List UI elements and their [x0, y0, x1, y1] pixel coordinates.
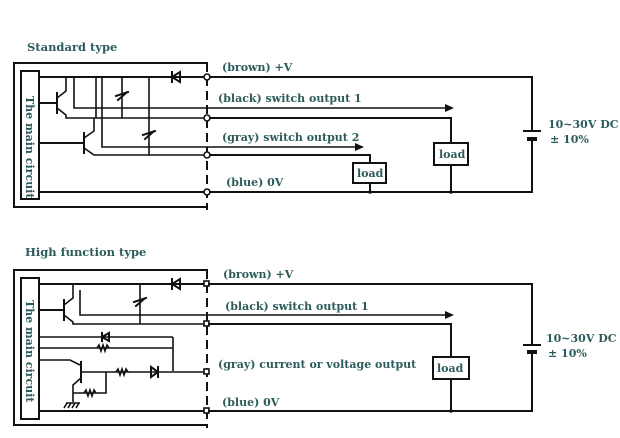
wire-label-brown: (brown) +V — [223, 268, 294, 281]
junction-dot — [449, 409, 453, 413]
ground-icon — [63, 402, 80, 409]
zener-diode-icon — [141, 129, 157, 141]
diode-icon — [170, 70, 181, 84]
sensor-housing — [13, 269, 208, 426]
standard-type-section: Standard type The main circuit — [13, 40, 619, 210]
section-title: High function type — [25, 245, 146, 259]
high-function-type-section: High function type The main circuit — [13, 245, 617, 428]
wire-label-black: (black) switch output 1 — [218, 92, 362, 105]
battery-icon — [523, 344, 541, 354]
sensor-housing — [13, 62, 208, 208]
wire-black — [208, 323, 452, 358]
wire-label-gray: (gray) current or voltage output — [218, 358, 417, 371]
switch-output-2-feed — [101, 77, 355, 148]
supply-tolerance: ± 10% — [548, 347, 587, 360]
load-label: load — [439, 148, 466, 161]
transistor-1-leads — [56, 77, 204, 119]
diode-icon — [99, 331, 110, 343]
wire-brown — [209, 76, 533, 131]
wire-label-black: (black) switch output 1 — [225, 300, 369, 313]
switch-output-1-feed — [79, 290, 445, 316]
emitter-network — [72, 372, 107, 402]
diode-icon — [150, 365, 160, 379]
load-label: load — [357, 167, 384, 180]
supply-voltage: 10~30V DC — [546, 332, 617, 345]
junction-dot — [449, 190, 453, 194]
load-box: load — [352, 162, 387, 184]
junction-dot — [368, 190, 372, 194]
arrow-icon — [445, 104, 454, 112]
supply-voltage: 10~30V DC — [548, 118, 619, 131]
arrow-icon — [355, 143, 364, 151]
wire-blue — [209, 140, 533, 193]
supply-tolerance: ± 10% — [550, 133, 589, 146]
wire-label-gray: (gray) switch output 2 — [222, 131, 359, 144]
wire-label-blue: (blue) 0V — [226, 176, 284, 189]
wire-label-blue: (blue) 0V — [222, 396, 280, 409]
main-circuit-box — [20, 70, 40, 200]
wire-blue — [208, 352, 533, 412]
terminal-gray — [203, 368, 210, 375]
load-box: load — [433, 142, 469, 166]
main-circuit-label: The main circuit — [23, 300, 36, 403]
zener-diode-icon — [114, 90, 130, 102]
switch-output-1-feed — [73, 77, 445, 109]
transistor-3-base — [39, 359, 81, 366]
diode-icon — [170, 277, 181, 291]
wire-label-brown: (brown) +V — [222, 61, 293, 74]
main-circuit-label: The main circuit — [23, 96, 36, 199]
wire-black — [209, 117, 452, 144]
transistor-2-leads — [83, 118, 204, 156]
arrow-icon — [445, 311, 454, 319]
battery-icon — [523, 130, 541, 141]
section-title: Standard type — [27, 40, 117, 54]
load-box: load — [432, 356, 470, 380]
transistor-1-leads — [63, 284, 204, 325]
resistor-icon — [96, 342, 110, 354]
zener-diode-icon — [132, 296, 148, 308]
resistor-icon — [115, 366, 129, 378]
resistor-icon — [83, 387, 97, 399]
load-label: load — [437, 362, 464, 375]
wire-gray — [209, 154, 371, 164]
wire-brown — [208, 283, 533, 345]
